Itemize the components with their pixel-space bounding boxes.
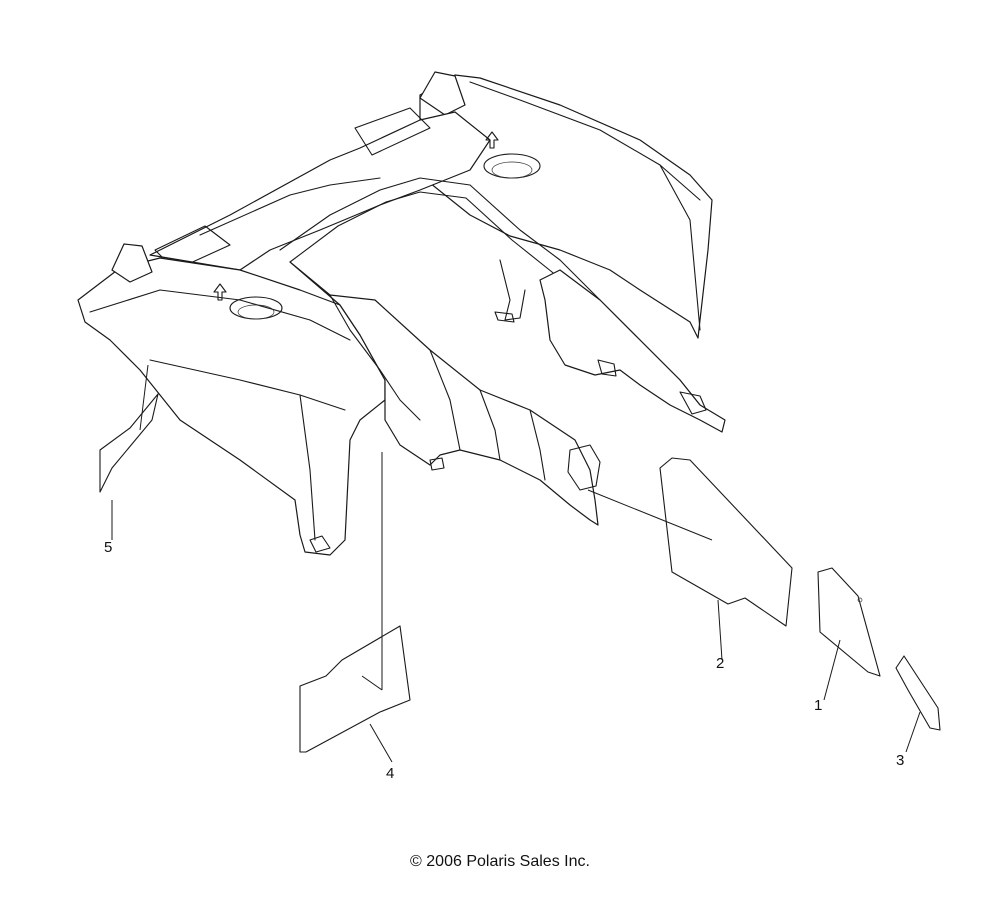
copyright-text: © 2006 Polaris Sales Inc. xyxy=(410,853,590,870)
rear-fender-assembly xyxy=(77,71,726,556)
callout-5: 5 xyxy=(104,539,112,556)
part-1-sheet xyxy=(817,567,881,677)
callout-3: 3 xyxy=(896,752,904,769)
callout-4: 4 xyxy=(386,765,394,782)
part-5-sheet xyxy=(99,393,159,493)
callout-2: 2 xyxy=(716,655,724,672)
part-3-sheet xyxy=(895,655,941,731)
callout-1: 1 xyxy=(814,697,822,714)
part-2-sheet xyxy=(659,457,793,627)
part-4-sheet xyxy=(299,625,411,753)
leader-lines xyxy=(111,364,921,763)
